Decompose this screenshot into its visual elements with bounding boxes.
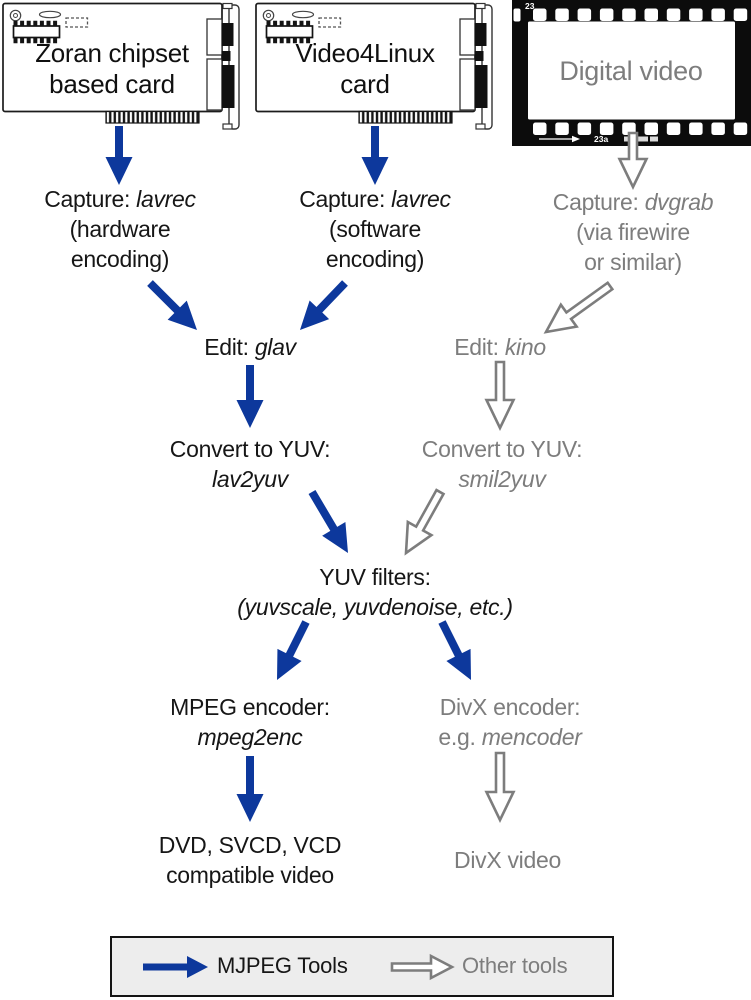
bracket-tab (475, 2, 486, 10)
step-divx-output: DivX video (400, 845, 615, 875)
edge-connector (358, 110, 453, 124)
step-line: YUV filters: (319, 564, 431, 590)
film-sprocket-holes (513, 8, 748, 135)
chip-icon (265, 25, 314, 39)
arrow-convert-smil-to-filters (404, 488, 446, 556)
port (221, 65, 235, 108)
mounting-hole-icon (9, 9, 22, 22)
edge-connector (105, 110, 200, 124)
step-convert-smil2yuv: Convert to YUV: smil2yuv (392, 434, 612, 494)
legend: MJPEG Tools Other tools (110, 936, 614, 997)
step-line: Convert to YUV: (169, 436, 331, 462)
port (474, 51, 484, 61)
step-line: (hardware (69, 216, 171, 242)
step-line: Edit: kino (454, 334, 546, 360)
step-line: or similar) (584, 249, 682, 275)
component-icon (318, 17, 342, 28)
bracket-tab (222, 123, 233, 130)
arrow-mpeg-to-dvd (236, 756, 264, 822)
arrow-filters-to-mpeg (276, 620, 310, 681)
card-title-line: Zoran chipset (35, 38, 189, 68)
arrow-edit-glav-to-convert (236, 365, 264, 428)
arrow-convert-lav-to-filters (308, 489, 349, 554)
step-line: compatible video (166, 862, 334, 888)
port (221, 51, 231, 61)
port (474, 65, 488, 108)
pci-card-graphic (2, 2, 240, 130)
step-dvd-output: DVD, SVCD, VCD compatible video (135, 830, 365, 890)
arrow-divx-to-video (484, 751, 516, 823)
step-line: (software (329, 216, 421, 242)
step-line: mpeg2enc (197, 724, 303, 750)
card-title-line: Video4Linux (295, 38, 435, 68)
step-convert-lav2yuv: Convert to YUV: lav2yuv (140, 434, 360, 494)
zoran-card-node: Zoran chipset based card (2, 2, 252, 136)
arrow-capture-zoran-to-edit (147, 280, 197, 330)
arrow-edit-kino-to-convert (484, 360, 516, 431)
chip-icon (12, 25, 61, 39)
step-edit-glav: Edit: glav (150, 332, 350, 362)
component-icon (65, 17, 89, 28)
step-line: DivX encoder: (439, 694, 581, 720)
arrow-capture-v4l-to-edit (299, 280, 348, 331)
film-strip-graphic: 23 Digital video 23a (512, 0, 751, 146)
step-yuv-filters: YUV filters: (yuvscale, yuvdenoise, etc.… (225, 562, 525, 622)
film-edge-mark-bottom: 23a (594, 134, 608, 144)
step-capture-zoran: Capture: lavrec (hardware encoding) (10, 184, 230, 274)
step-line: Edit: glav (204, 334, 296, 360)
capacitor-icon (291, 10, 315, 19)
step-line: (via firewire (576, 219, 690, 245)
step-line: smil2yuv (458, 466, 546, 492)
zoran-card-label: Zoran chipset based card (2, 38, 222, 100)
step-line: encoding) (325, 246, 425, 272)
step-line: (yuvscale, yuvdenoise, etc.) (237, 594, 513, 620)
arrow-filters-to-divx (438, 620, 472, 681)
bracket-tab (475, 123, 486, 130)
step-line: encoding) (70, 246, 170, 272)
step-line: Capture: dvgrab (552, 189, 714, 215)
step-mpeg-encoder: MPEG encoder: mpeg2enc (140, 692, 360, 752)
film-illegible-edge-print (624, 136, 658, 142)
digital-video-node: 23 Digital video 23a (512, 0, 751, 155)
step-line: Capture: lavrec (44, 186, 196, 212)
card-title-line: card (340, 69, 390, 99)
film-direction-arrow-icon (572, 135, 580, 143)
step-line: Convert to YUV: (421, 436, 583, 462)
mounting-hole-icon (262, 9, 275, 22)
capacitor-icon (38, 10, 62, 19)
step-line: e.g. mencoder (438, 724, 582, 750)
bracket-tab (222, 2, 233, 10)
port (221, 23, 234, 46)
film-frame (528, 21, 735, 120)
pci-card-graphic (255, 2, 493, 130)
video4linux-card-label: Video4Linux card (255, 38, 475, 100)
port (474, 23, 487, 46)
step-capture-v4l: Capture: lavrec (software encoding) (265, 184, 485, 274)
legend-other-label: Other tools (462, 953, 568, 978)
step-line: DivX video (454, 847, 561, 873)
legend-mjpeg-label: MJPEG Tools (217, 953, 348, 978)
step-edit-kino: Edit: kino (400, 332, 600, 362)
step-line: DVD, SVCD, VCD (158, 832, 342, 858)
digital-video-label: Digital video (559, 56, 702, 86)
video4linux-card-node: Video4Linux card (255, 2, 505, 136)
step-line: lav2yuv (212, 466, 288, 492)
step-capture-dv: Capture: dvgrab (via firewire or similar… (523, 187, 743, 277)
card-title-line: based card (49, 69, 175, 99)
step-line: Capture: lavrec (299, 186, 451, 212)
step-divx-encoder: DivX encoder: e.g. mencoder (400, 692, 620, 752)
step-line: MPEG encoder: (170, 694, 330, 720)
film-edge-mark-top: 23 (525, 1, 535, 11)
